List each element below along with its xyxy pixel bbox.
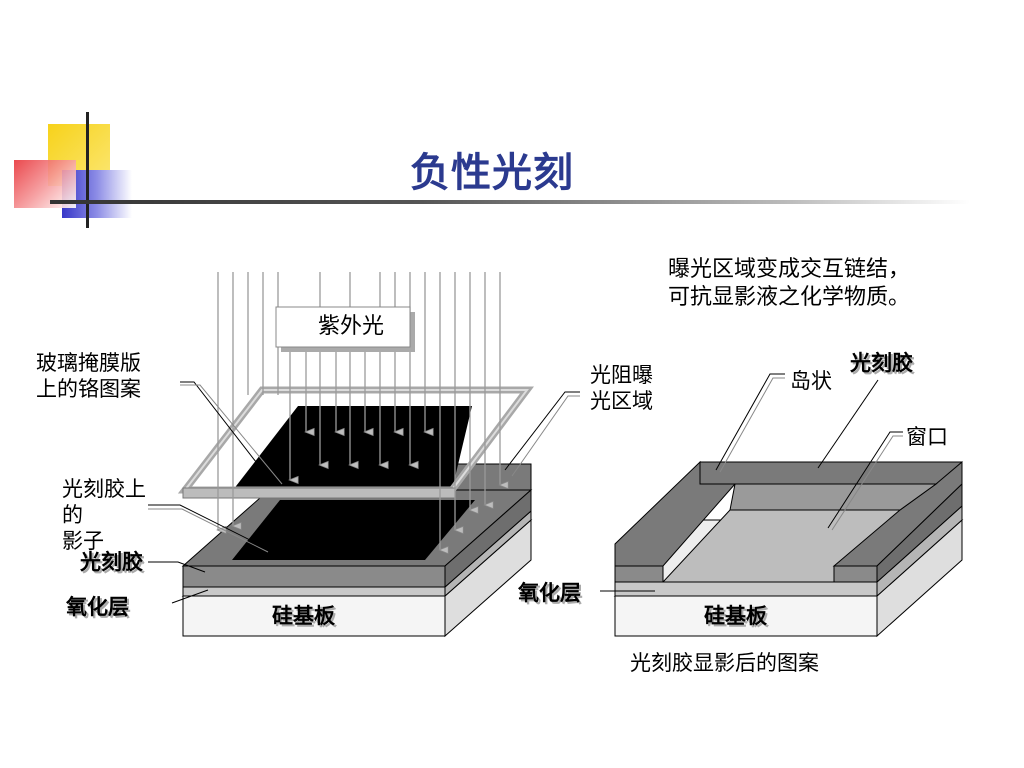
mask-label-line: 上的铬图案 — [36, 377, 141, 401]
left-oxide-label: 氧化层 — [66, 594, 129, 619]
left-wafer-stack — [181, 463, 533, 638]
resist-shadow — [232, 500, 475, 560]
leader-window-2 — [831, 435, 903, 531]
left-oxide-front — [182, 586, 446, 597]
leader-exposed-2 — [511, 395, 580, 477]
leader-window — [827, 431, 903, 529]
mask-label-line: 玻璃掩膜版 — [36, 351, 141, 375]
leader-right-resist — [817, 379, 879, 469]
mask-label: 玻璃掩膜版 上的铬图案 — [36, 350, 141, 402]
left-substrate-front — [182, 595, 446, 637]
right-photoresist-label: 光刻胶 — [850, 350, 913, 375]
right-substrate-label: 硅基板 — [704, 603, 767, 628]
left-resist-front — [182, 565, 446, 588]
left-substrate-label: 硅基板 — [272, 603, 335, 628]
right-resist-inner-wall — [729, 483, 938, 511]
uv-label: 紫外光 — [318, 314, 385, 339]
right-resist-right-front — [833, 565, 878, 583]
uv-label-box — [275, 306, 411, 348]
right-oxide-front — [614, 581, 878, 597]
shadow-label-line: 影子 — [62, 529, 104, 553]
leader-oxide — [171, 589, 209, 604]
leader-island-2 — [719, 377, 785, 473]
description: 曝光区域变成交互链结， 可抗显影液之化学物质。 — [668, 256, 910, 312]
chrome-pattern — [233, 406, 472, 490]
right-substrate-front — [614, 595, 878, 637]
left-photoresist-label: 光刻胶 — [80, 549, 143, 574]
right-oxide-label: 氧化层 — [518, 580, 581, 605]
leader-exposed — [504, 391, 580, 471]
shadow-label: 光刻胶上 的 影子 — [62, 476, 146, 554]
exposed-area-label: 光阻曝 光区域 — [590, 362, 653, 414]
shadow-label-line: 光刻胶上 — [62, 477, 146, 501]
decor-vertical-line — [86, 112, 89, 228]
uv-rays — [216, 272, 509, 555]
leader-island — [715, 373, 785, 471]
right-caption: 光刻胶显影后的图案 — [630, 651, 819, 675]
leader-mask — [180, 381, 271, 481]
leader-resist — [148, 561, 206, 573]
right-resist-left-front — [614, 565, 664, 583]
mask-front-bar — [182, 487, 456, 499]
description-line: 曝光区域变成交互链结， — [668, 257, 911, 282]
exposed-area-label-line: 光区域 — [590, 389, 653, 413]
window-label: 窗口 — [906, 425, 948, 449]
title-underline — [50, 200, 970, 204]
description-line: 可抗显影液之化学物质。 — [668, 285, 911, 310]
exposed-area-label-line: 光阻曝 — [590, 363, 653, 387]
slide-title: 负性光刻 — [410, 150, 574, 196]
leader-shadow — [148, 504, 267, 549]
leader-mask-2 — [180, 384, 283, 485]
shadow-label-line: 的 — [62, 503, 83, 527]
island-label: 岛状 — [790, 369, 832, 393]
right-wafer-stack — [613, 460, 964, 638]
left-resist-side — [444, 488, 532, 589]
right-resist-side — [876, 482, 963, 584]
leader-shadow-2 — [148, 508, 269, 553]
leader-lines — [148, 373, 903, 604]
